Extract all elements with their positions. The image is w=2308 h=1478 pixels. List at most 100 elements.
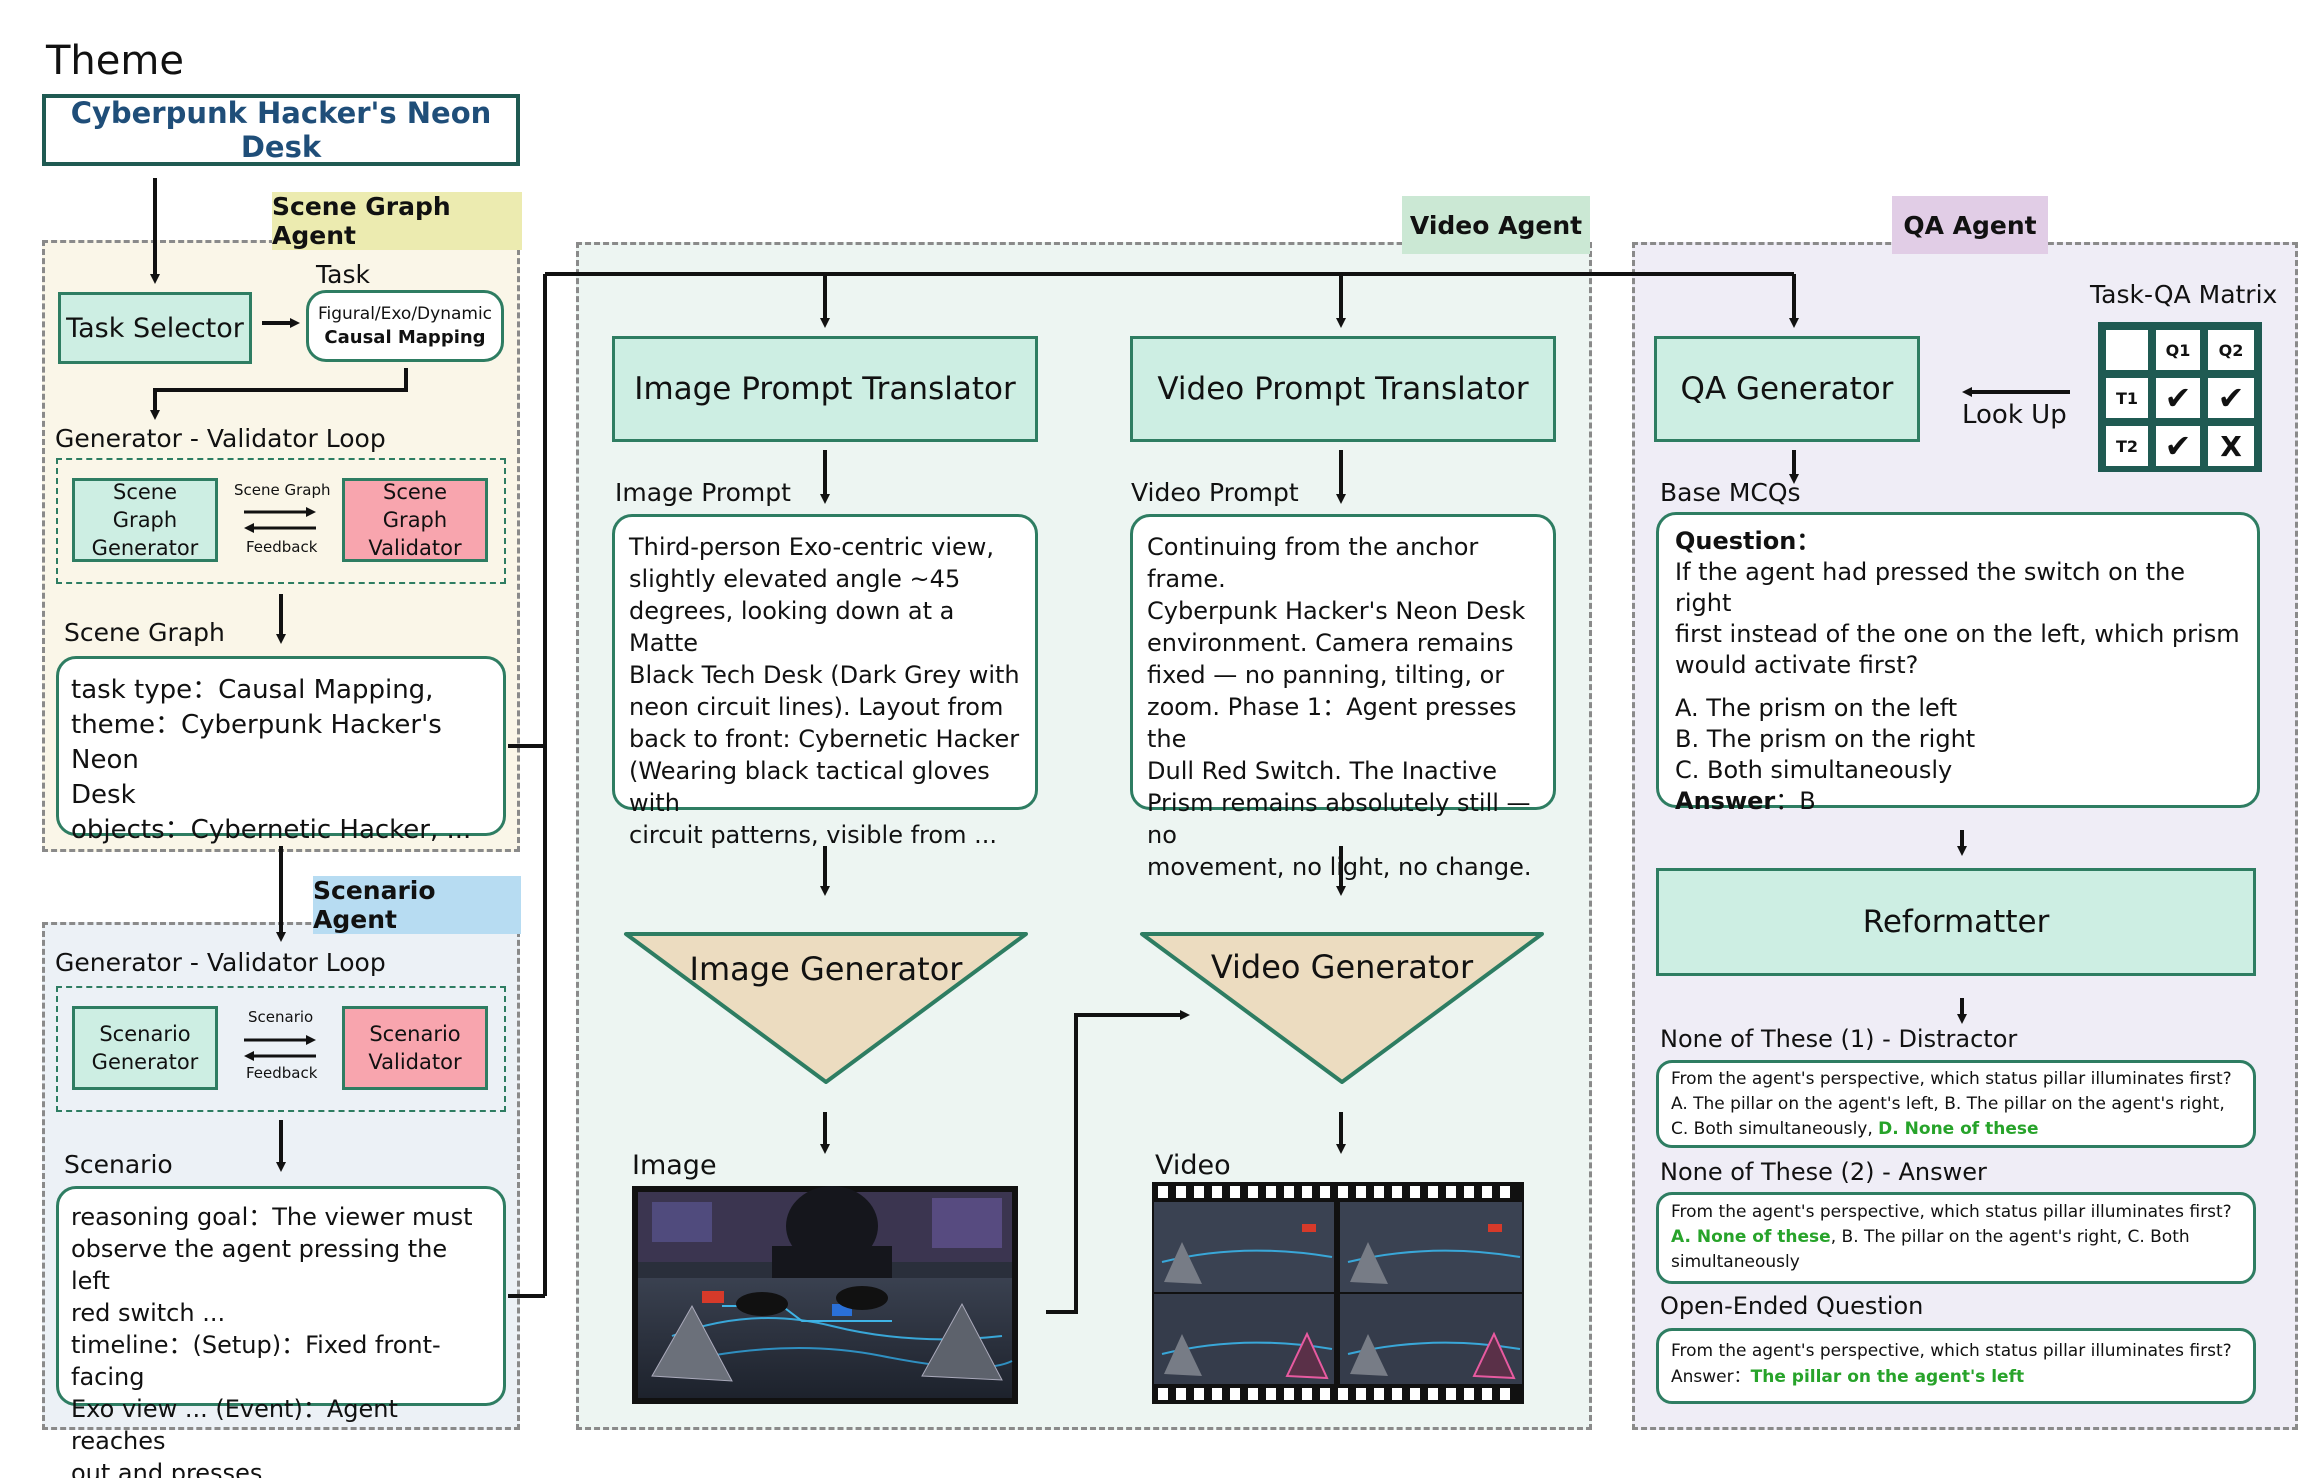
open-ended-label: Open-Ended Question [1660,1292,1924,1320]
none1-line3a: C. Both simultaneously, [1671,1119,1879,1139]
sg-generator-label: Scene Graph Generator [91,480,199,560]
task-label: Task [316,260,370,289]
scene-graph-label: Scene Graph [64,618,225,647]
scenario-line: observe the agent pressing the left [71,1235,448,1295]
video-prompt-line: environment. Camera remains [1147,629,1514,657]
video-prompt-translator-box: Video Prompt Translator [1130,336,1556,442]
image-prompt-line: Black Tech Desk (Dark Grey with [629,661,1020,689]
image-prompt-line: Third-person Exo-centric view, [629,533,995,561]
sc-arrow-bottom-label: Feedback [246,1064,318,1082]
open-line2a: Answer： [1671,1367,1751,1387]
matrix-row-t2: T2 [2106,426,2148,466]
scenario-line: out and presses ... [71,1459,293,1478]
matrix-col-q2: Q2 [2208,330,2254,370]
question-line: If the agent had pressed the switch on t… [1675,558,2186,617]
none2-label: None of These (2) - Answer [1660,1158,1987,1186]
video-prompt-translator-label: Video Prompt Translator [1157,371,1529,407]
none1-box: From the agent's perspective, which stat… [1656,1060,2256,1148]
video-prompt-box: Continuing from the anchor frame. Cyberp… [1130,514,1556,881]
open-ended-box: From the agent's perspective, which stat… [1656,1328,2256,1404]
image-prompt-line: circuit patterns, visible from ... [629,821,997,849]
base-mcq-box: Question： If the agent had pressed the s… [1656,512,2260,815]
qa-generator-label: QA Generator [1680,371,1894,407]
scenario-label: Scenario [64,1150,173,1179]
theme-box: Cyberpunk Hacker's Neon Desk [42,94,520,166]
sg-loop-label: Generator - Validator Loop [55,424,386,453]
task-line1: Figural/Exo/Dynamic [317,304,493,324]
image-generator-label: Image Generator [689,950,963,988]
image-prompt-line: back to front: Cybernetic Hacker [629,725,1020,753]
matrix-corner [2106,330,2148,370]
open-answer: The pillar on the agent's left [1750,1367,2025,1387]
matrix-row-t1: T1 [2106,378,2148,418]
generated-image [632,1186,1018,1404]
question-line: first instead of the one on the left, wh… [1675,620,2240,648]
sg-loop-frame [56,458,506,584]
none2-box: From the agent's perspective, which stat… [1656,1192,2256,1284]
reformatter-box: Reformatter [1656,868,2256,976]
option-b: B. The prism on the right [1675,725,1976,753]
video-prompt-label: Video Prompt [1131,478,1299,507]
sc-loop-frame [56,986,506,1112]
matrix-cell-t2-q1: ✔ [2156,426,2200,466]
scene-graph-line: task type：Causal Mapping, [71,675,434,705]
option-c: C. Both simultaneously [1675,756,1953,784]
scene-graph-line: Desk [71,780,136,810]
video-agent-tag: Video Agent [1402,196,1590,254]
none2-line2b: , B. The pillar on the agent's right, C.… [1830,1227,2190,1247]
none1-line: A. The pillar on the agent's left, B. Th… [1671,1094,2225,1114]
image-prompt-translator-label: Image Prompt Translator [634,371,1016,407]
image-prompt-line: neon circuit lines). Layout from [629,693,1004,721]
theme-title: Cyberpunk Hacker's Neon Desk [70,96,492,164]
qa-agent-tag: QA Agent [1892,196,2048,254]
video-prompt-line: Cyberpunk Hacker's Neon Desk [1147,597,1526,625]
image-prompt-translator-box: Image Prompt Translator [612,336,1038,442]
scenario-output-box: reasoning goal：The viewer must observe t… [56,1186,506,1478]
scenario-line: Exo view ... (Event)：Agent reaches [71,1395,398,1455]
reformatter-label: Reformatter [1862,904,2050,940]
answer-heading: Answer [1675,787,1776,815]
sc-generator-label: Scenario Generator [91,1022,199,1074]
video-generator-label: Video Generator [1210,948,1474,986]
task-box: Figural/Exo/Dynamic Causal Mapping [306,290,504,362]
image-generator-shape [624,932,1028,1084]
task-qa-matrix-label: Task-QA Matrix [2090,280,2278,309]
image-prompt-line: degrees, looking down at a Matte [629,597,955,657]
scenario-line: reasoning goal：The viewer must [71,1203,473,1231]
sg-validator-label: Scene Graph Validator [368,480,462,560]
scene-graph-output-box: task type：Causal Mapping, theme：Cyberpun… [56,656,506,845]
task-selector-box: Task Selector [58,292,252,364]
base-mcqs-label: Base MCQs [1660,478,1801,507]
matrix-cell-t1-q1: ✔ [2156,378,2200,418]
sc-arrow-top-label: Scenario [248,1008,314,1026]
none1-label: None of These (1) - Distractor [1660,1025,2018,1053]
image-prompt-box: Third-person Exo-centric view, slightly … [612,514,1038,849]
option-a: A. The prism on the left [1675,694,1958,722]
scene-graph-line: theme：Cyberpunk Hacker's Neon [71,710,442,775]
none1-line: From the agent's perspective, which stat… [1671,1069,2232,1089]
task-qa-matrix: Q1 Q2 T1 ✔ ✔ T2 ✔ X [2098,322,2262,472]
video-label: Video [1155,1150,1231,1181]
image-prompt-line: (Wearing black tactical gloves with [629,757,990,817]
video-prompt-line: Dull Red Switch. The Inactive [1147,757,1497,785]
task-line2: Causal Mapping [324,327,486,348]
qa-generator-box: QA Generator [1654,336,1920,442]
sc-generator-box: Scenario Generator [72,1006,218,1090]
image-prompt-label: Image Prompt [615,478,791,507]
sc-validator-box: Scenario Validator [342,1006,488,1090]
scenario-line: timeline：(Setup)：Fixed front-facing [71,1331,441,1391]
video-generator-shape [1140,932,1544,1084]
video-prompt-line: Prism remains absolutely still — no [1147,789,1531,849]
scene-graph-agent-tag: Scene Graph Agent [272,192,522,250]
theme-label: Theme [46,38,184,84]
video-prompt-line: movement, no light, no change. [1147,853,1532,881]
scenario-agent-tag: Scenario Agent [313,876,521,934]
video-prompt-line: fixed — no panning, tilting, or [1147,661,1505,689]
sc-validator-label: Scenario Validator [368,1022,462,1074]
question-line: would activate first? [1675,651,1919,679]
sg-generator-box: Scene Graph Generator [72,478,218,562]
open-line1: From the agent's perspective, which stat… [1671,1341,2232,1361]
sc-loop-label: Generator - Validator Loop [55,948,386,977]
none2-line3: simultaneously [1671,1252,1800,1272]
sg-arrow-bottom-label: Feedback [246,538,318,556]
